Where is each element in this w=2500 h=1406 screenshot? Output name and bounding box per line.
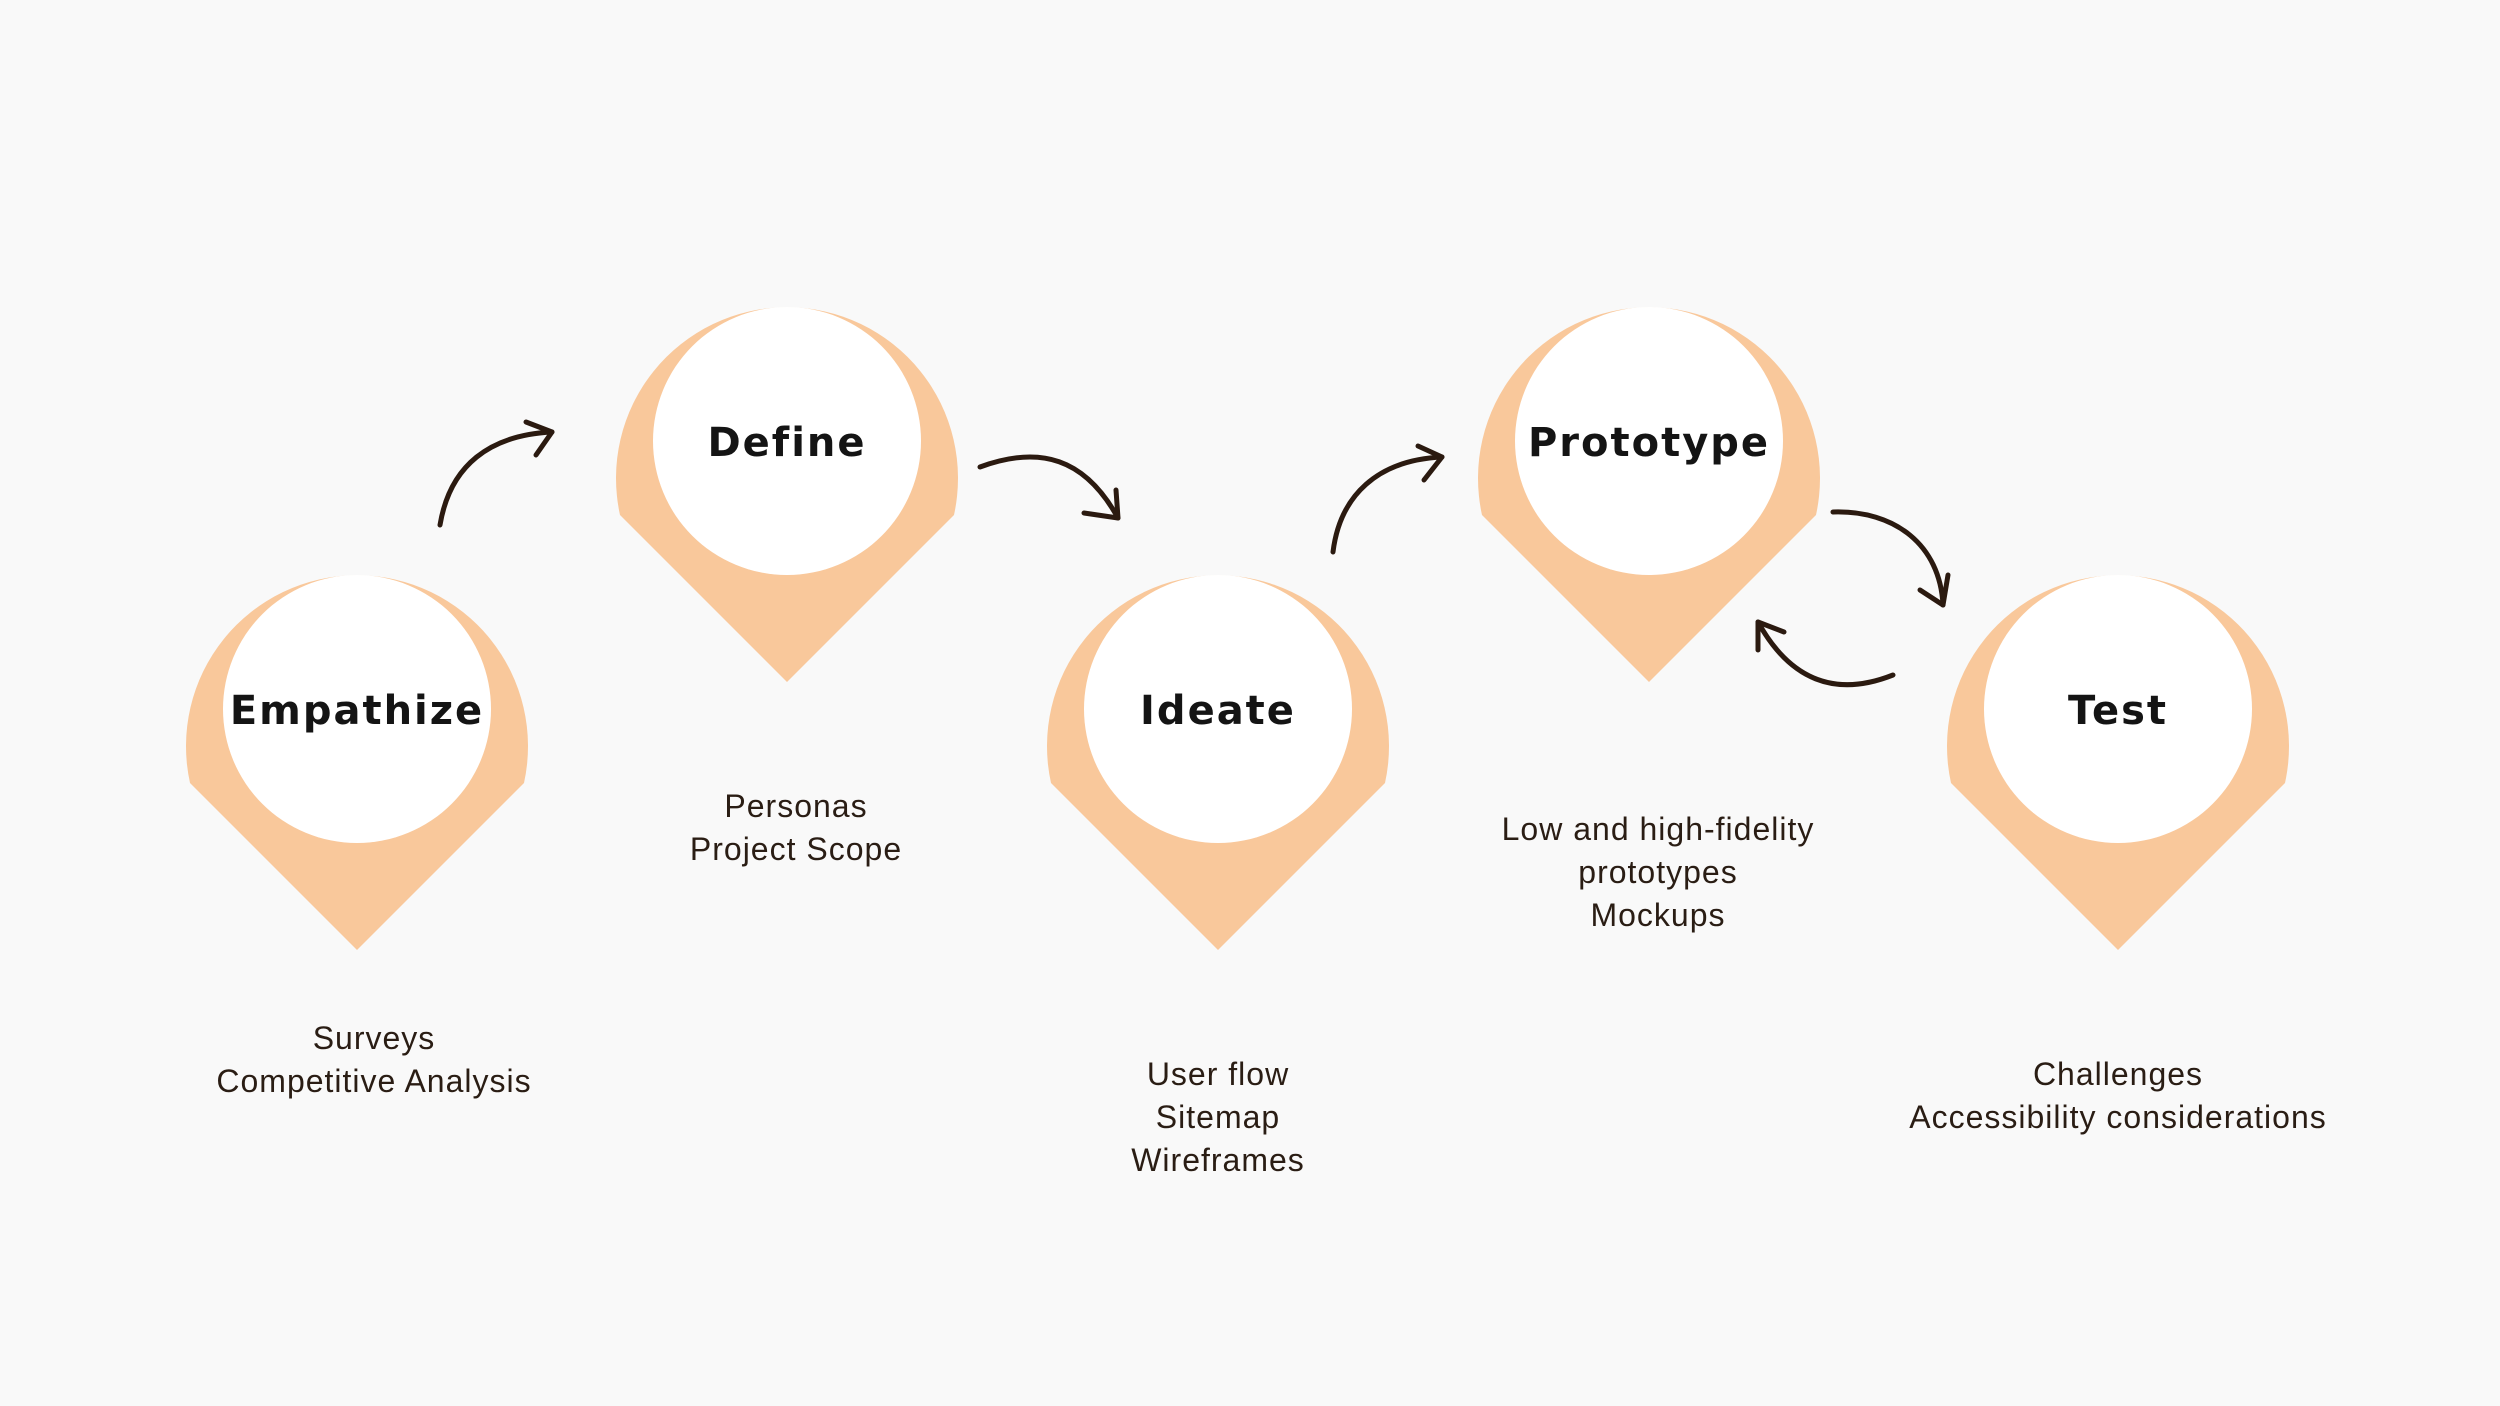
stage-label-prototype: Prototype [1528,420,1770,466]
detail-line: Mockups [1590,897,1726,933]
detail-line: Accessibility considerations [1909,1099,2327,1135]
detail-line: Sitemap [1155,1099,1281,1135]
detail-line: Challenges [2032,1056,2204,1092]
curved-arrow-icon [1755,619,1896,688]
stage-details-test: Challenges Accessibility considerations [1868,1053,2368,1139]
stage-details-empathize: Surveys Competitive Analysis [174,1017,574,1103]
pin-test: Test [1947,575,2289,950]
detail-line: Surveys [312,1020,436,1056]
stage-details-ideate: User flow Sitemap Wireframes [1018,1053,1418,1182]
curved-arrow-icon [1830,509,1951,608]
pin-inner-circle [1515,307,1783,575]
curved-arrow-icon [977,454,1121,521]
pin-prototype: Prototype [1478,307,1820,682]
pin-inner-circle [223,575,491,843]
pin-empathize: Empathize [186,575,528,950]
stage-details-define: Personas Project Scope [596,785,996,871]
curved-arrow-icon [437,419,555,528]
stage-label-empathize: Empathize [230,688,484,734]
detail-line: Personas [724,788,868,824]
detail-line: Low and high-fidelity [1501,811,1815,847]
curved-arrow-icon [1330,443,1445,555]
stage-details-prototype: Low and high-fidelity prototypes Mockups [1458,808,1858,937]
pin-inner-circle [653,307,921,575]
detail-line: prototypes [1578,854,1738,890]
detail-line: Competitive Analysis [216,1063,532,1099]
detail-line: User flow [1146,1056,1290,1092]
pin-ideate: Ideate [1047,575,1389,950]
stage-label-define: Define [707,420,866,466]
pin-define: Define [616,307,959,682]
detail-line: Wireframes [1131,1142,1305,1178]
pin-inner-circle [1084,575,1352,843]
detail-line: Project Scope [689,831,903,867]
pin-inner-circle [1984,575,2252,843]
stage-label-test: Test [2068,688,2168,734]
stage-label-ideate: Ideate [1140,688,1296,734]
